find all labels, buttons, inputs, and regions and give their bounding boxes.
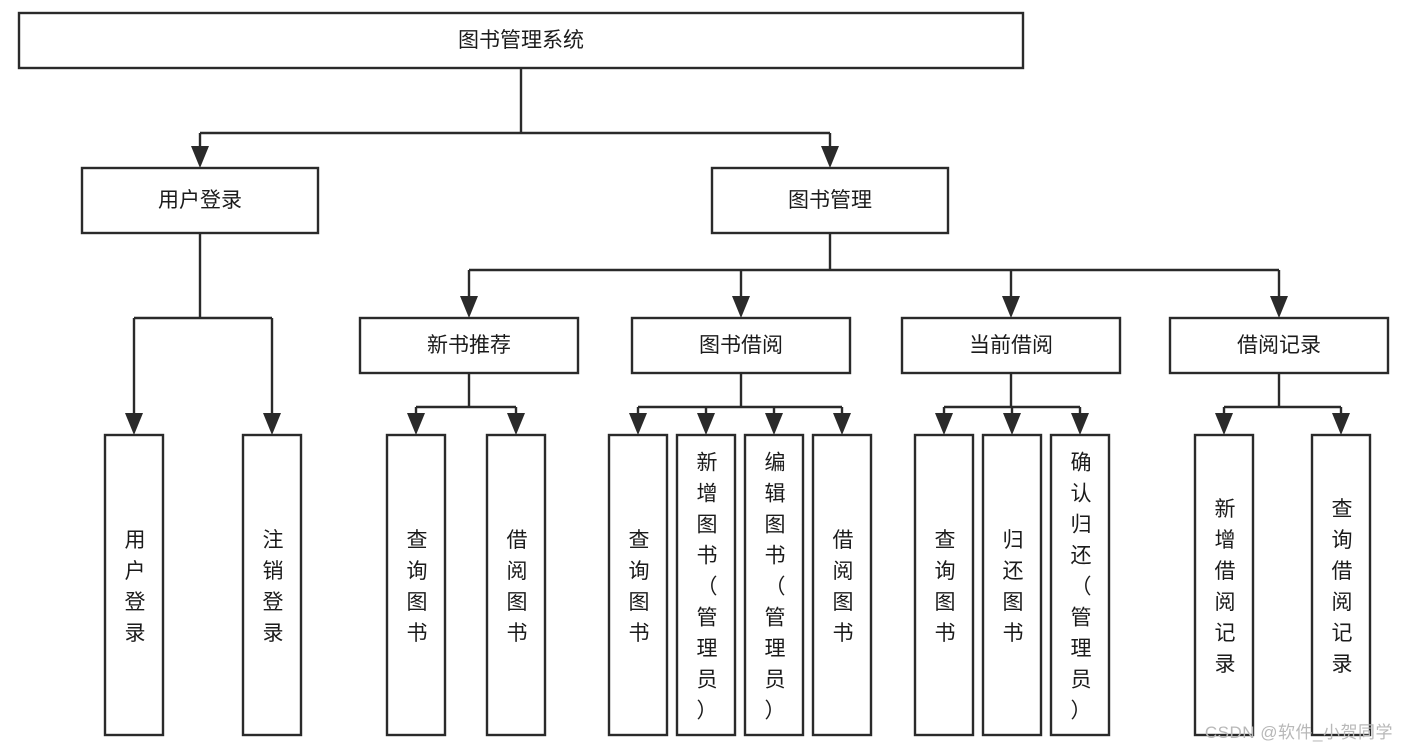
node-leaf-borrow-book-2-label: 借阅图书 xyxy=(833,529,854,645)
node-current-borrow-box[interactable] xyxy=(900,316,1122,375)
arrow-icon-current-borrow xyxy=(1002,296,1020,318)
arrow-icon-book-borrow xyxy=(732,296,750,318)
node-leaf-return-book[interactable]: 归还图书 xyxy=(981,433,1043,737)
node-leaf-query-book-3-box[interactable] xyxy=(913,433,975,737)
node-leaf-user-login-box[interactable] xyxy=(103,433,165,737)
node-root-图书管理系统-label: 图书管理系统 xyxy=(458,29,584,52)
node-book-borrow[interactable]: 图书借阅 xyxy=(630,316,852,375)
node-leaf-borrow-book-1[interactable]: 借阅图书 xyxy=(485,433,547,737)
node-leaf-query-book-2-label: 查询图书 xyxy=(629,529,650,645)
arrow-icon-leaf-query-book-1 xyxy=(407,413,425,435)
node-leaf-confirm-return-label: 确认归还（管理员） xyxy=(1071,452,1092,723)
node-leaf-user-login[interactable]: 用户登录 xyxy=(103,433,165,737)
node-leaf-query-book-1-label: 查询图书 xyxy=(407,529,428,645)
arrow-icon-leaf-query-borrow-record xyxy=(1332,413,1350,435)
node-borrow-record-box[interactable] xyxy=(1168,316,1390,375)
arrow-icon-leaf-user-login xyxy=(125,413,143,435)
node-root-图书管理系统[interactable]: 图书管理系统 xyxy=(17,11,1025,70)
node-borrow-record[interactable]: 借阅记录 xyxy=(1168,316,1390,375)
node-book-manage[interactable]: 图书管理 xyxy=(710,166,950,235)
node-leaf-query-book-2[interactable]: 查询图书 xyxy=(607,433,669,737)
node-user-login-label: 用户登录 xyxy=(158,189,242,212)
node-current-borrow-label: 当前借阅 xyxy=(969,334,1053,357)
node-leaf-query-book-1[interactable]: 查询图书 xyxy=(385,433,447,737)
arrow-icon-leaf-return-book xyxy=(1003,413,1021,435)
node-root-图书管理系统-box[interactable] xyxy=(17,11,1025,70)
node-leaf-query-borrow-record-label: 查询借阅记录 xyxy=(1332,498,1353,676)
node-leaf-query-borrow-record[interactable]: 查询借阅记录 xyxy=(1310,433,1372,737)
node-leaf-add-borrow-record-box[interactable] xyxy=(1193,433,1255,737)
arrow-icon-leaf-edit-book xyxy=(765,413,783,435)
node-leaf-add-borrow-record[interactable]: 新增借阅记录 xyxy=(1193,433,1255,737)
arrow-icon-leaf-add-borrow-record xyxy=(1215,413,1233,435)
node-leaf-borrow-book-1-label: 借阅图书 xyxy=(507,529,528,645)
arrow-icon-leaf-query-book-2 xyxy=(629,413,647,435)
node-leaf-confirm-return[interactable]: 确认归还（管理员） xyxy=(1049,433,1111,737)
arrow-icon-leaf-user-logout xyxy=(263,413,281,435)
node-leaf-user-logout[interactable]: 注销登录 xyxy=(241,433,303,737)
node-borrow-record-label: 借阅记录 xyxy=(1237,334,1321,357)
node-book-manage-box[interactable] xyxy=(710,166,950,235)
node-user-login[interactable]: 用户登录 xyxy=(80,166,320,235)
node-leaf-confirm-return-box[interactable] xyxy=(1049,433,1111,737)
arrow-icon-leaf-query-book-3 xyxy=(935,413,953,435)
node-leaf-query-book-1-box[interactable] xyxy=(385,433,447,737)
node-leaf-edit-book-box[interactable] xyxy=(743,433,805,737)
node-book-borrow-box[interactable] xyxy=(630,316,852,375)
node-leaf-query-book-3-label: 查询图书 xyxy=(935,529,956,645)
node-leaf-query-book-2-box[interactable] xyxy=(607,433,669,737)
arrow-icon-leaf-borrow-book-1 xyxy=(507,413,525,435)
nodes-layer: 图书管理系统用户登录图书管理新书推荐图书借阅当前借阅借阅记录用户登录注销登录查询… xyxy=(17,11,1390,737)
node-new-book-recommend[interactable]: 新书推荐 xyxy=(358,316,580,375)
edges-layer xyxy=(125,68,1350,435)
node-leaf-return-book-label: 归还图书 xyxy=(1003,529,1024,645)
arrow-icon-new-book-recommend xyxy=(460,296,478,318)
node-leaf-borrow-book-2[interactable]: 借阅图书 xyxy=(811,433,873,737)
node-leaf-user-login-label: 用户登录 xyxy=(125,529,146,645)
node-leaf-edit-book-label: 编辑图书（管理员） xyxy=(765,452,786,723)
arrow-icon-leaf-add-book xyxy=(697,413,715,435)
node-leaf-add-borrow-record-label: 新增借阅记录 xyxy=(1215,498,1236,676)
node-book-borrow-label: 图书借阅 xyxy=(699,334,783,357)
arrow-icon-borrow-record xyxy=(1270,296,1288,318)
node-leaf-user-logout-label: 注销登录 xyxy=(263,529,284,645)
arrow-icon-leaf-borrow-book-2 xyxy=(833,413,851,435)
node-leaf-user-logout-box[interactable] xyxy=(241,433,303,737)
node-leaf-add-book-box[interactable] xyxy=(675,433,737,737)
node-current-borrow[interactable]: 当前借阅 xyxy=(900,316,1122,375)
arrow-icon-leaf-confirm-return xyxy=(1071,413,1089,435)
arrow-icon-book-manage xyxy=(821,146,839,168)
node-leaf-query-borrow-record-box[interactable] xyxy=(1310,433,1372,737)
node-leaf-query-book-3[interactable]: 查询图书 xyxy=(913,433,975,737)
node-leaf-add-book-label: 新增图书（管理员） xyxy=(697,452,718,723)
node-leaf-borrow-book-1-box[interactable] xyxy=(485,433,547,737)
node-book-manage-label: 图书管理 xyxy=(788,189,872,212)
node-leaf-return-book-box[interactable] xyxy=(981,433,1043,737)
node-user-login-box[interactable] xyxy=(80,166,320,235)
node-new-book-recommend-label: 新书推荐 xyxy=(427,334,511,357)
node-leaf-edit-book[interactable]: 编辑图书（管理员） xyxy=(743,433,805,737)
arrow-icon-user-login xyxy=(191,146,209,168)
node-new-book-recommend-box[interactable] xyxy=(358,316,580,375)
node-leaf-borrow-book-2-box[interactable] xyxy=(811,433,873,737)
node-leaf-add-book[interactable]: 新增图书（管理员） xyxy=(675,433,737,737)
